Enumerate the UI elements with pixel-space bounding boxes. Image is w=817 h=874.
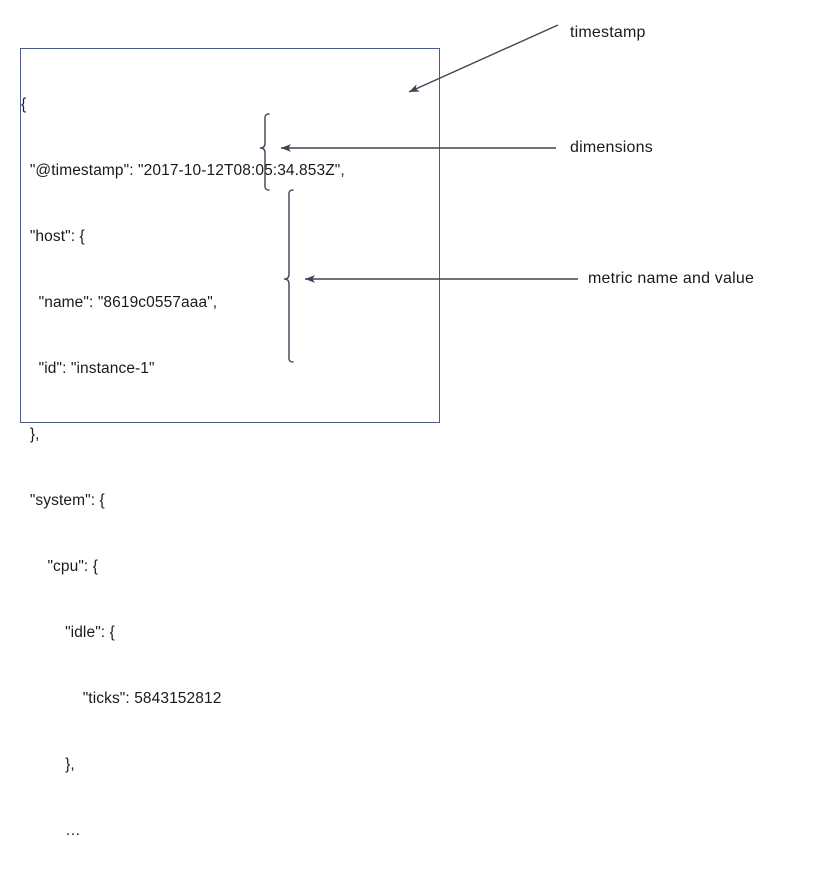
- json-line-host-close: },: [21, 426, 40, 443]
- json-line-timestamp: "@timestamp": "2017-10-12T08:05:34.853Z"…: [21, 162, 345, 179]
- json-document-box: [20, 48, 440, 423]
- annotation-label-metric: metric name and value: [588, 270, 755, 287]
- json-line-ellipsis: …: [21, 822, 81, 839]
- json-line-cpu-open: "cpu": {: [21, 558, 99, 575]
- json-line-idle-close: },: [21, 756, 75, 773]
- json-line-idle-open: "idle": {: [21, 624, 115, 641]
- json-line-system-open: "system": {: [21, 492, 105, 509]
- annotation-label-timestamp: timestamp: [570, 24, 646, 41]
- json-line-host-open: "host": {: [21, 228, 85, 245]
- annotation-label-dimensions: dimensions: [570, 139, 653, 156]
- json-line: {: [21, 96, 27, 113]
- json-line-ticks: "ticks": 5843152812: [21, 690, 222, 707]
- diagram-canvas: { "@timestamp": "2017-10-12T08:05:34.853…: [20, 24, 755, 839]
- json-document-text: { "@timestamp": "2017-10-12T08:05:34.853…: [21, 50, 441, 874]
- json-line-host-name: "name": "8619c0557aaa",: [21, 294, 218, 311]
- json-line-host-id: "id": "instance-1": [21, 360, 155, 377]
